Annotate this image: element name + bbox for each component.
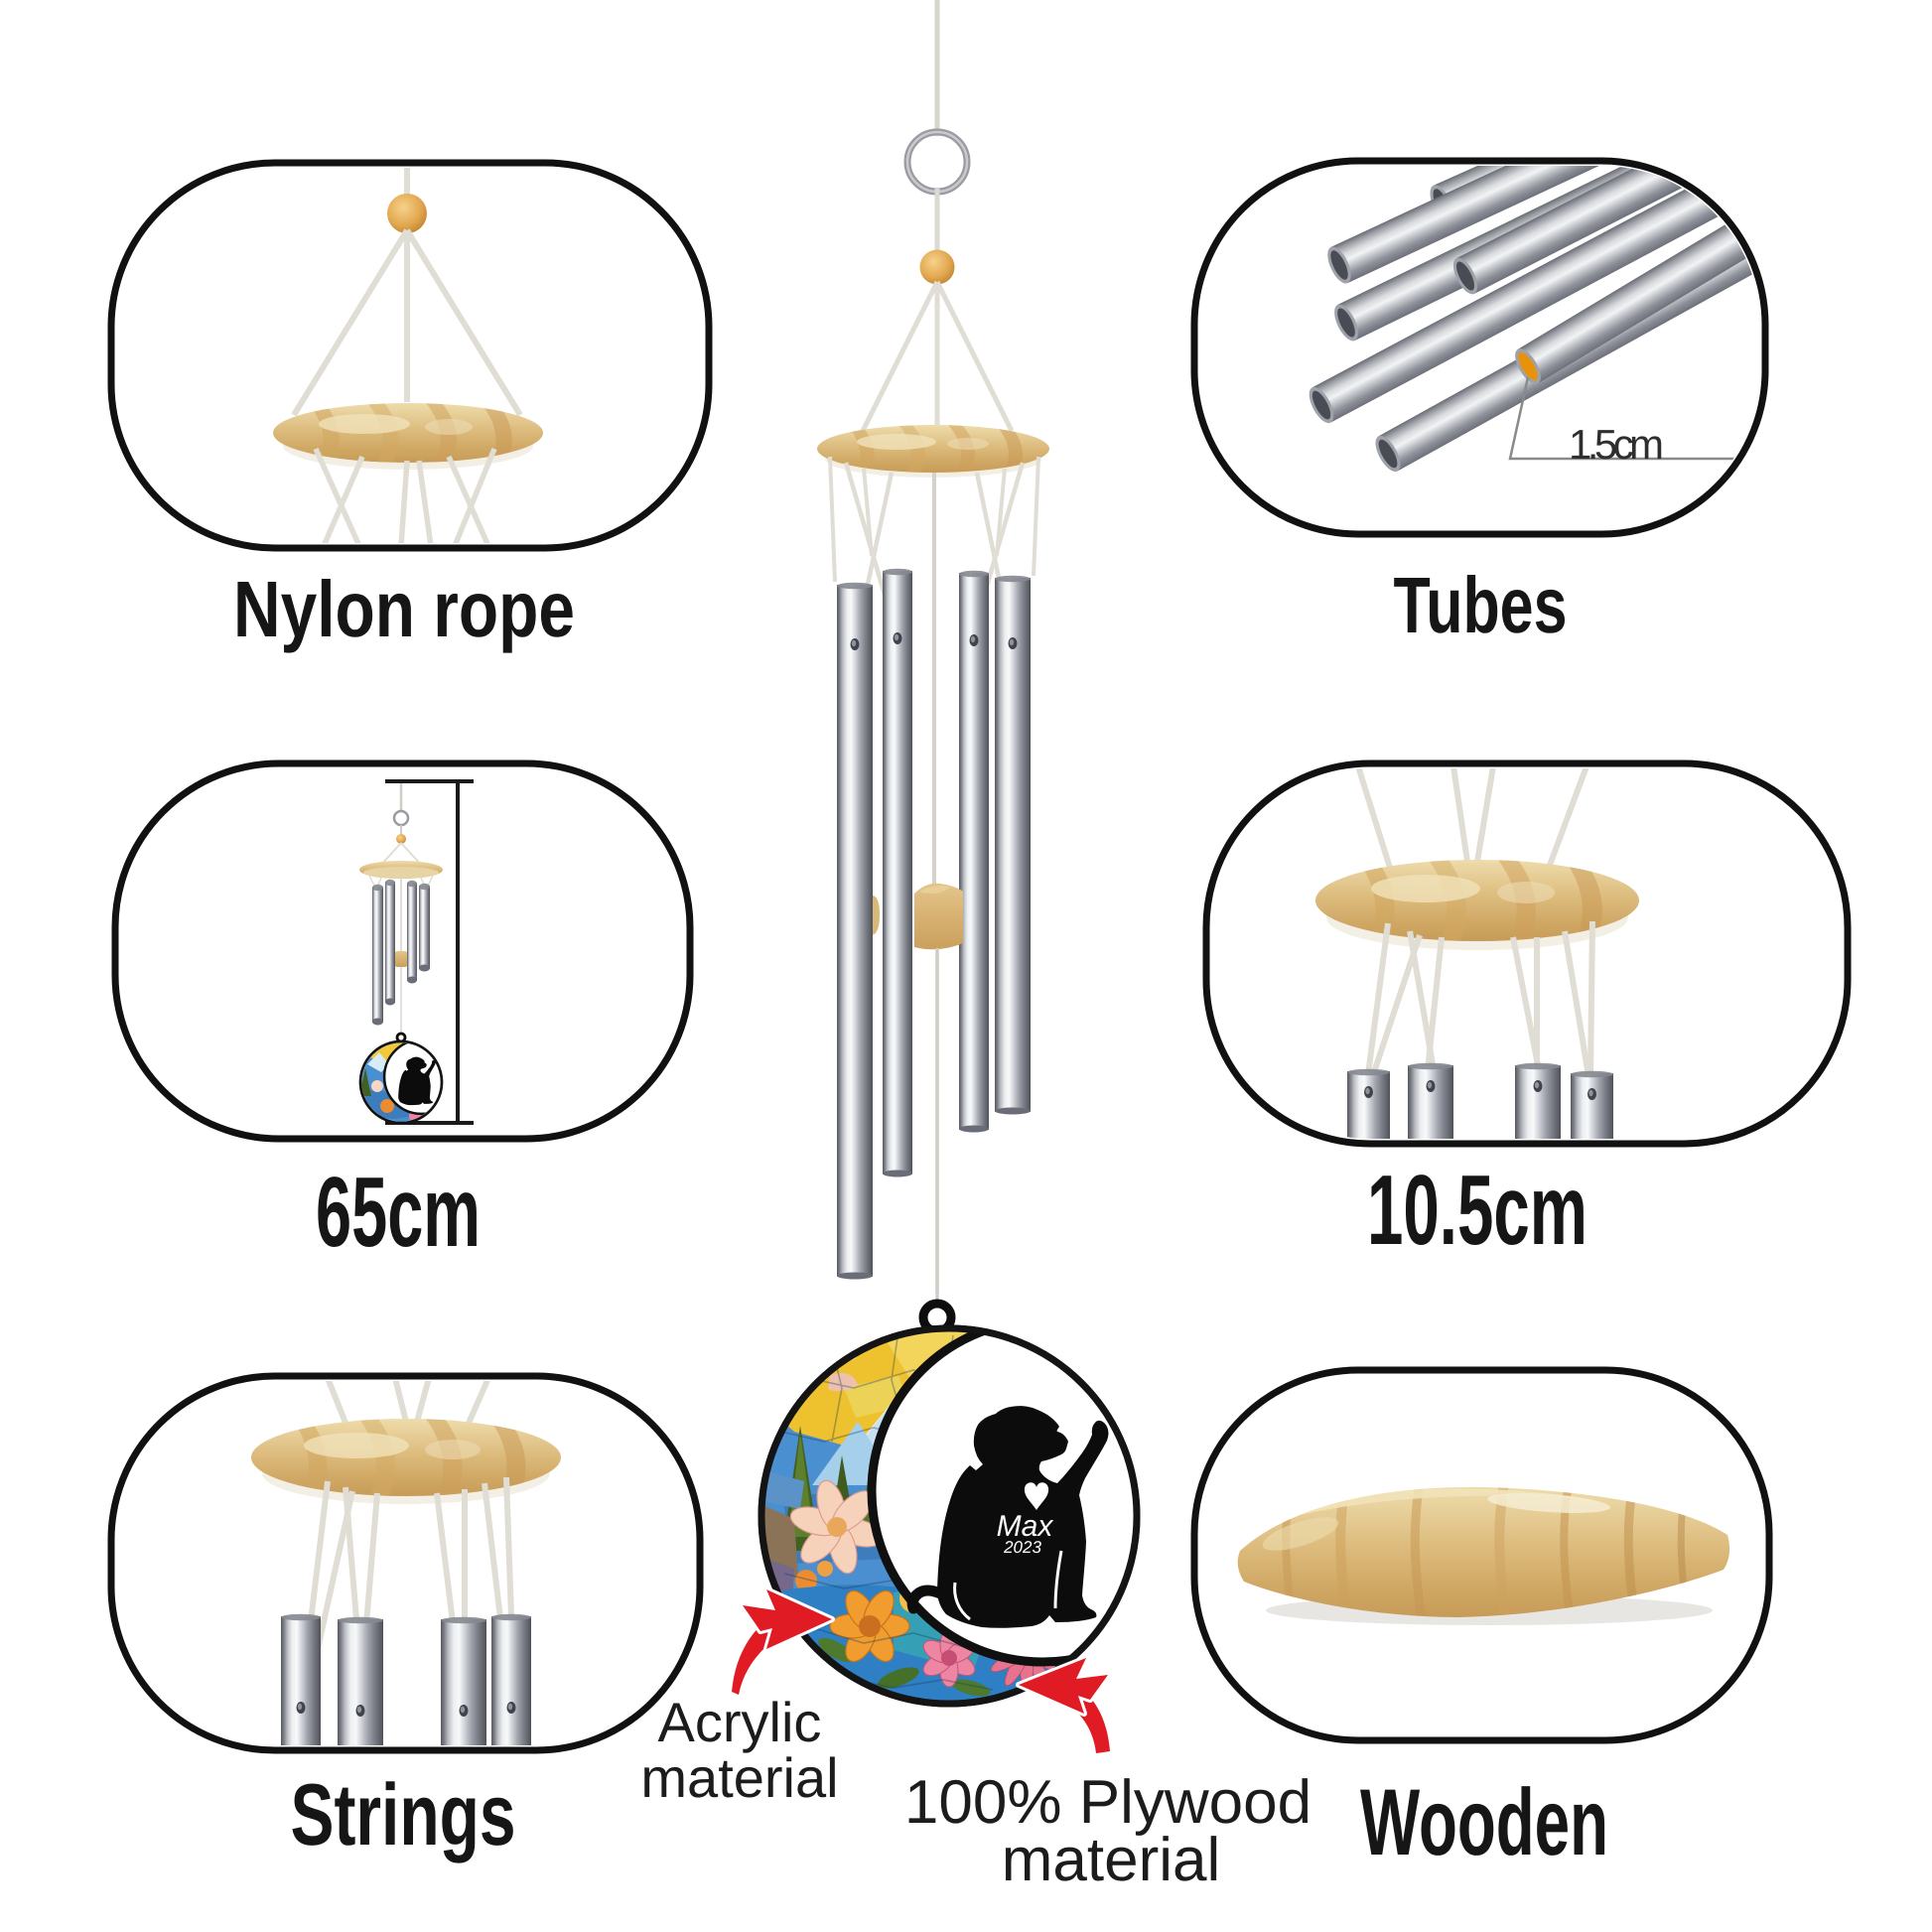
svg-text:material: material [640, 1746, 838, 1809]
svg-text:Acrylic: Acrylic [658, 1691, 822, 1753]
svg-text:Wooden: Wooden [1360, 1770, 1608, 1875]
svg-text:Max: Max [997, 1510, 1054, 1543]
svg-text:10.5cm: 10.5cm [1367, 1155, 1587, 1266]
svg-text:100% Plywood: 100% Plywood [904, 1768, 1311, 1837]
svg-text:Tubes: Tubes [1394, 561, 1568, 649]
svg-text:Nylon rope: Nylon rope [233, 565, 575, 653]
svg-text:material: material [1002, 1826, 1221, 1894]
svg-text:2023: 2023 [1003, 1538, 1041, 1557]
svg-text:65cm: 65cm [316, 1157, 481, 1268]
svg-text:Strings: Strings [291, 1765, 516, 1863]
svg-text:1.5cm: 1.5cm [1569, 421, 1664, 468]
